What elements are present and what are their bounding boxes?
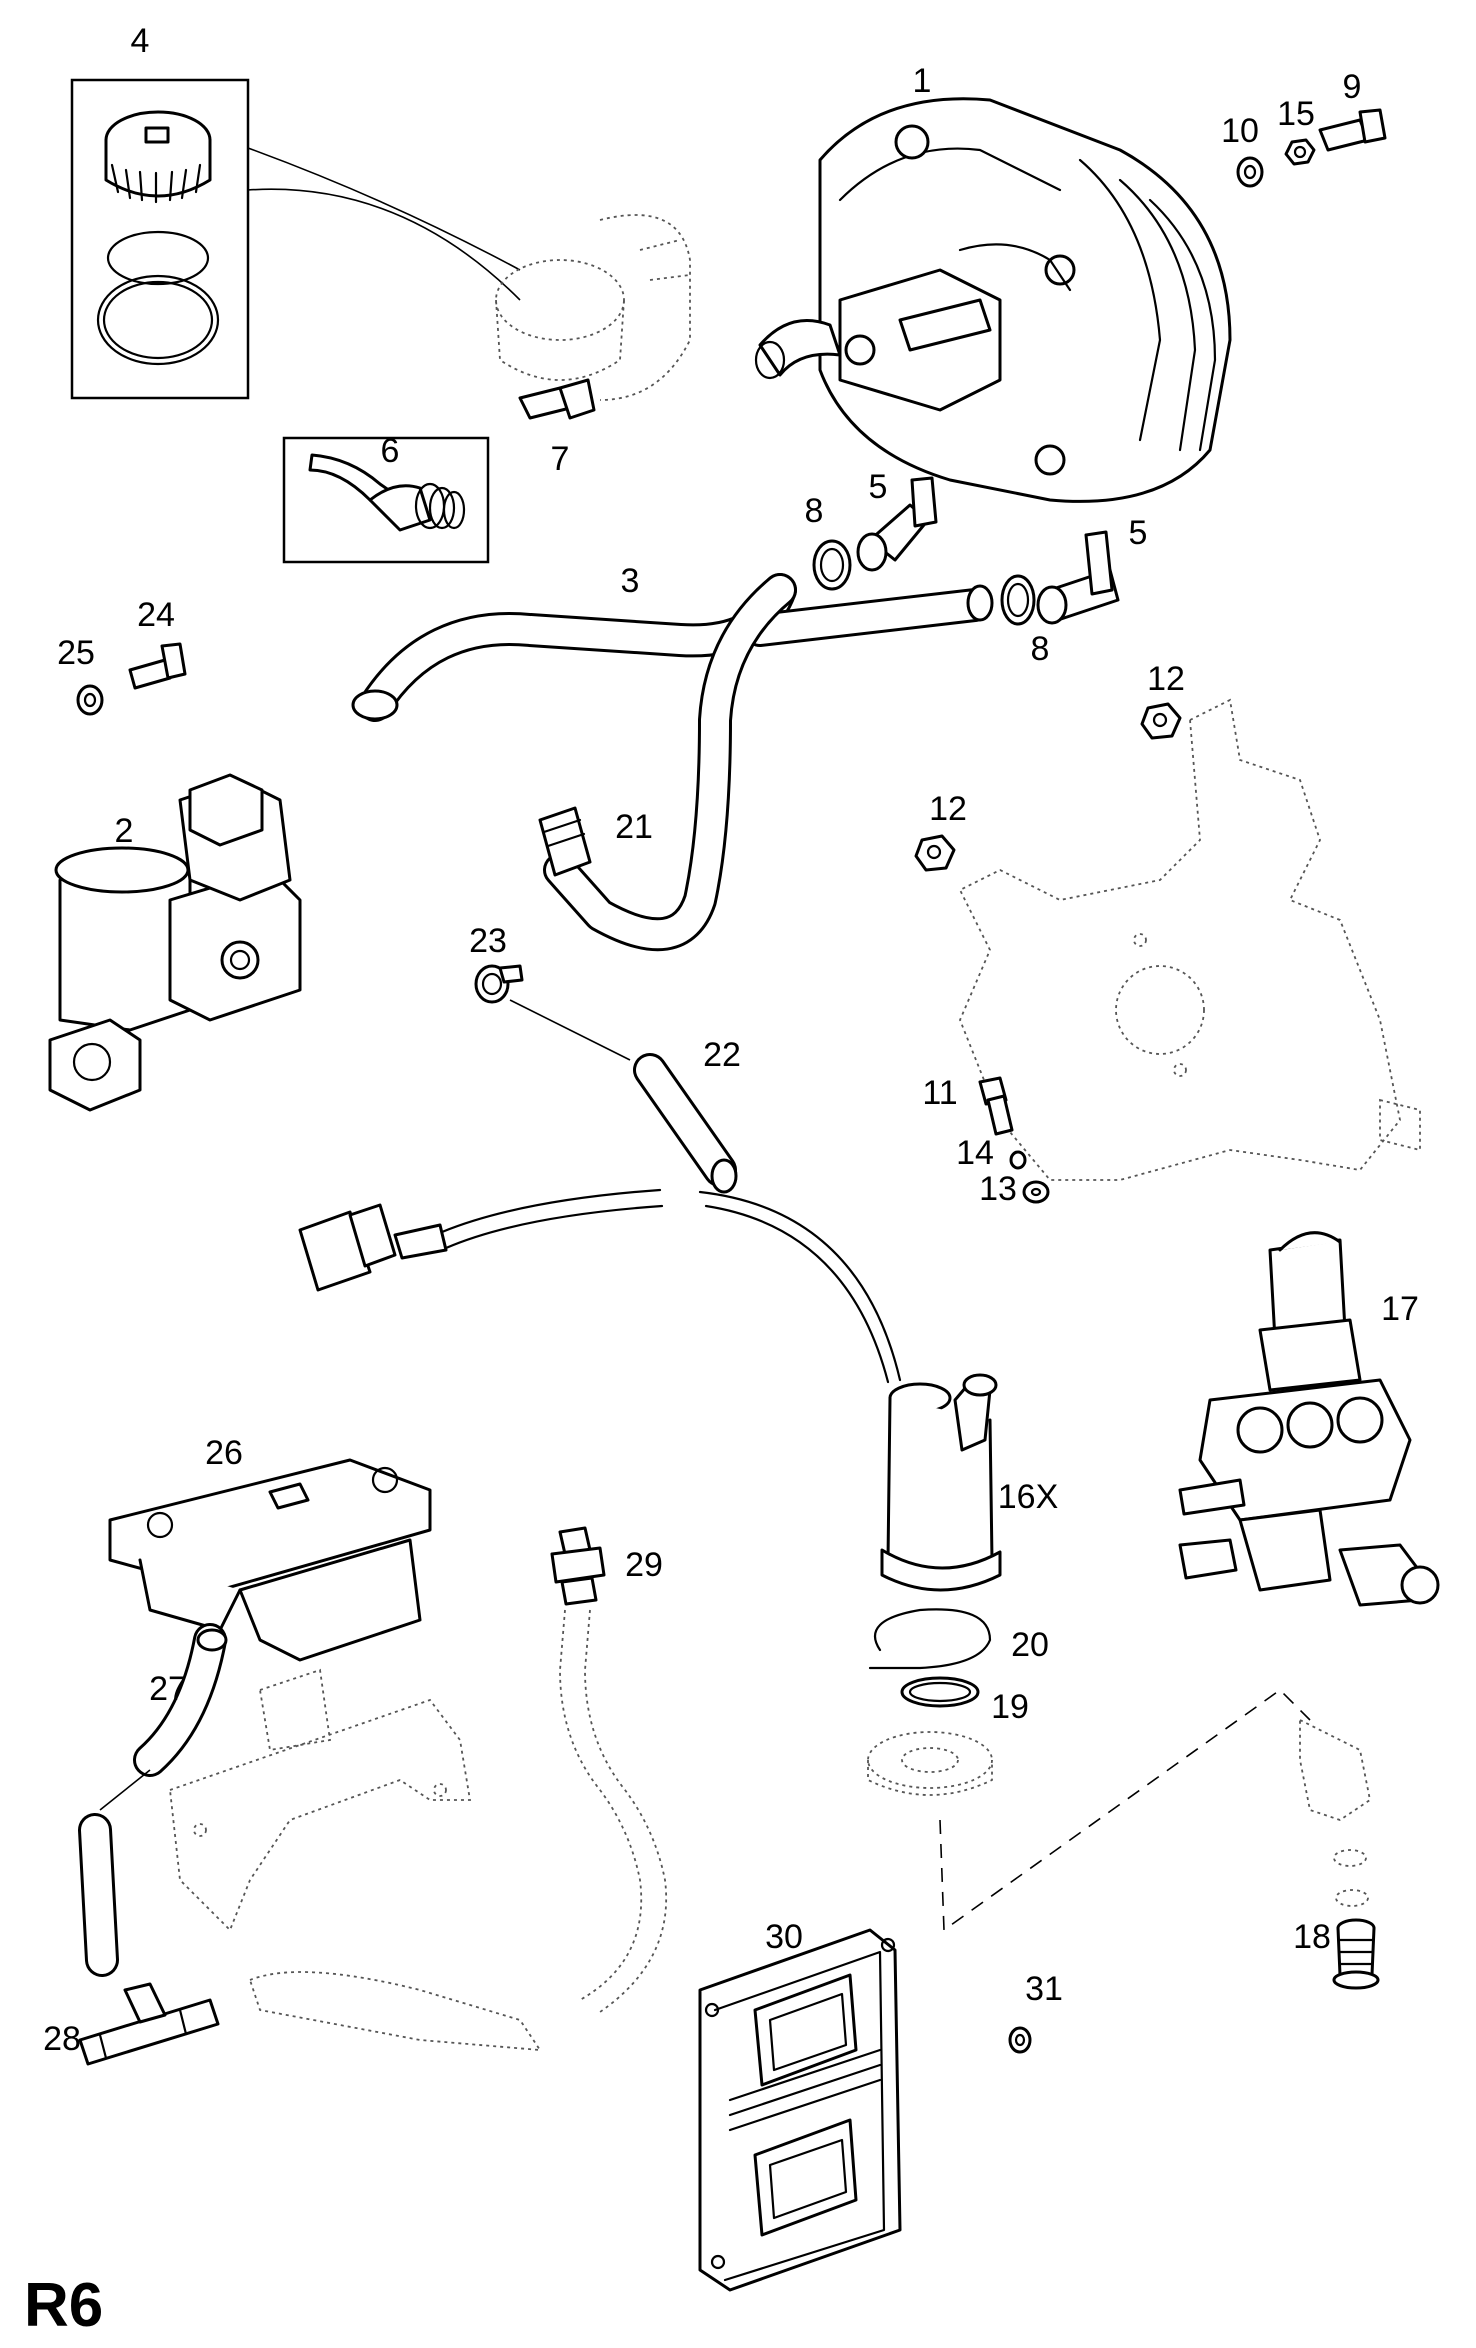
part-27-hose — [133, 1623, 228, 1777]
callout-17: 17 — [1381, 1290, 1419, 1328]
callout-19: 19 — [991, 1688, 1029, 1726]
inset-box-6 — [282, 436, 490, 564]
part-29-fitting — [550, 1526, 606, 1606]
part-7-elbow — [518, 378, 596, 420]
o-ring-large — [96, 274, 220, 366]
ghost-bracket — [958, 698, 1421, 1181]
ghost-hose-29-b — [584, 1609, 667, 2013]
leader-4-bottom — [247, 188, 521, 301]
leader-31-18 — [939, 1688, 1311, 1932]
callout-15: 15 — [1277, 95, 1315, 133]
callout-30: 30 — [765, 1918, 803, 1956]
callout-28: 28 — [43, 2020, 81, 2058]
ghost-hose-29 — [559, 1609, 643, 2001]
inset-box-4 — [70, 78, 250, 400]
part-17-injector-rail — [1178, 1231, 1440, 1607]
part-31-washer — [1008, 2026, 1032, 2054]
leader-4-top — [247, 147, 521, 271]
callout-7: 7 — [551, 440, 570, 478]
callout-13: 13 — [979, 1170, 1017, 1208]
part-22-hose — [633, 1053, 738, 1194]
part-1-vaporiser — [754, 97, 1232, 503]
part-12-nut-lower — [914, 834, 956, 872]
callout-31: 31 — [1025, 1970, 1063, 2008]
callout-1: 1 — [913, 62, 932, 100]
part-5-elbow-right — [1036, 530, 1120, 625]
ghost-manifold — [169, 1668, 542, 2052]
part-18-filter — [1332, 1918, 1380, 1990]
callout-5-right: 5 — [1129, 514, 1148, 552]
part-15-nut — [1284, 138, 1316, 166]
callout-8-upper: 8 — [805, 492, 824, 530]
callout-9: 9 — [1343, 68, 1362, 106]
filter-body — [104, 138, 212, 198]
part-28-hose — [78, 1813, 119, 1977]
ghost-sensor-base — [867, 1731, 993, 1796]
callout-20: 20 — [1011, 1626, 1049, 1664]
leader-27-28 — [99, 1769, 151, 1811]
part-30-ecu — [698, 1928, 902, 2292]
callout-29: 29 — [625, 1546, 663, 1584]
part-11-screw — [978, 1076, 1014, 1136]
part-28-t-connector — [78, 1982, 220, 2066]
callout-12-upper: 12 — [1147, 660, 1185, 698]
callout-22: 22 — [703, 1036, 741, 1074]
part-3-hose — [351, 573, 994, 952]
callout-23: 23 — [469, 922, 507, 960]
callout-16x: 16X — [998, 1478, 1059, 1516]
part-19-o-ring — [900, 1676, 980, 1708]
callout-26: 26 — [205, 1434, 243, 1472]
part-2-solenoid-valve — [48, 773, 302, 1112]
part-4-filter-kit — [70, 78, 521, 400]
sheet-code: R6 — [24, 2271, 103, 2340]
part-9-bolt — [1318, 108, 1387, 152]
o-ring-small — [106, 230, 210, 286]
part-26-map-sensor — [108, 1458, 432, 1662]
part-16x-sensor — [880, 1373, 1002, 1592]
ghost-regulator — [495, 214, 691, 401]
callout-14: 14 — [956, 1134, 994, 1172]
filter-nut — [144, 126, 170, 144]
part-14-washer — [1009, 1150, 1027, 1170]
callout-27: 27 — [149, 1670, 187, 1708]
part-8-clip-upper — [812, 539, 852, 591]
part-6-elbow-hose — [282, 436, 490, 564]
callout-21: 21 — [615, 808, 653, 846]
callout-6: 6 — [381, 432, 400, 470]
part-16x-cable — [298, 1188, 902, 1384]
part-8-clip-lower — [1000, 574, 1036, 626]
part-24-bolt — [128, 642, 187, 690]
leader-23-22 — [509, 999, 631, 1061]
ghost-elbow-18 — [1299, 1718, 1372, 1907]
callout-10: 10 — [1221, 112, 1259, 150]
part-23-clamp — [474, 964, 524, 1004]
callout-12-lower: 12 — [929, 790, 967, 828]
callout-2: 2 — [115, 812, 134, 850]
filter-pleats — [110, 163, 202, 204]
part-20-clip — [868, 1608, 992, 1670]
o-ring-large-inner — [102, 280, 214, 360]
part-5-elbow-upper — [856, 476, 938, 572]
callout-24: 24 — [137, 596, 175, 634]
callout-11: 11 — [922, 1074, 957, 1112]
part-12-nut-upper — [1140, 702, 1182, 740]
callout-25: 25 — [57, 634, 95, 672]
callout-3: 3 — [621, 562, 640, 600]
callout-4: 4 — [131, 22, 150, 60]
callout-5-upper: 5 — [869, 468, 888, 506]
part-10-washer — [1236, 156, 1264, 188]
callout-18: 18 — [1293, 1918, 1331, 1956]
part-13-washer — [1022, 1180, 1050, 1204]
part-25-washer — [76, 684, 104, 716]
callout-8-lower: 8 — [1031, 630, 1050, 668]
